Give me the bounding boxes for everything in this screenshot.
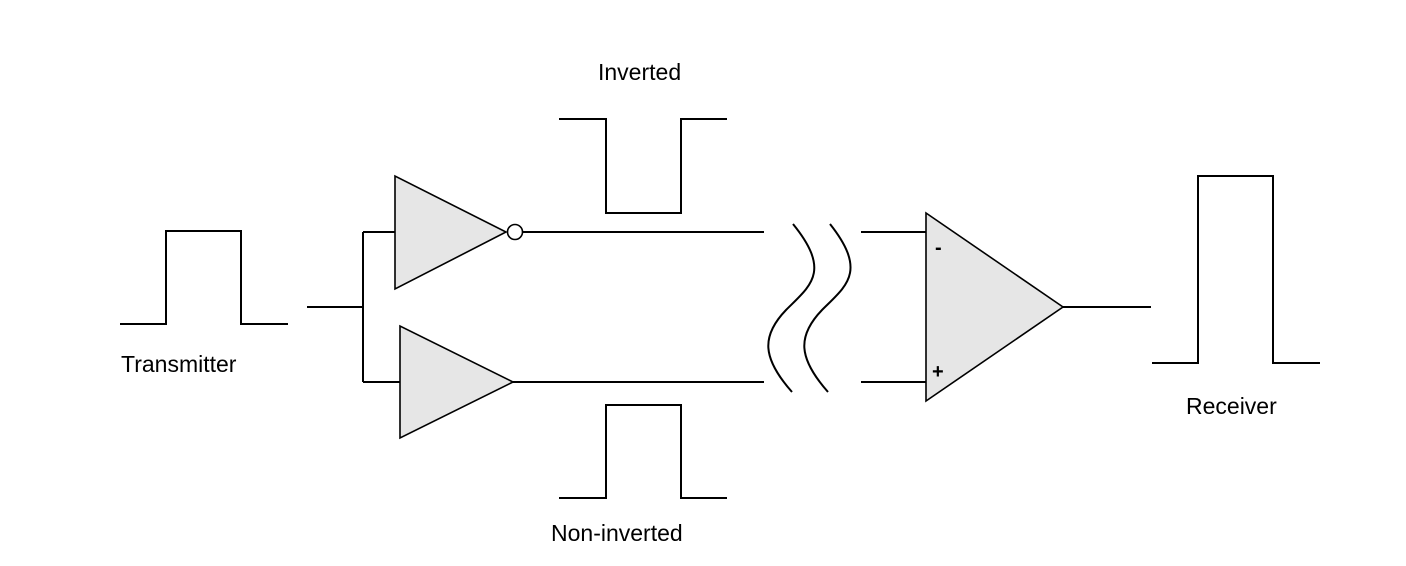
non-inverting-driver [399,324,515,440]
inverting-driver [394,174,508,291]
receiver-pulse [1152,175,1320,364]
cable-break-right [803,223,852,393]
transmitter-pulse [120,230,288,325]
inverted-pulse [559,118,727,214]
inverted-label: Inverted [598,59,681,85]
transmitter-label: Transmitter [121,351,237,377]
differential-receiver [925,211,1065,403]
receiver-minus-sign: - [935,237,942,259]
receiver-label: Receiver [1186,393,1277,419]
cable-break-left [767,223,816,393]
input-split-wire [307,231,400,383]
non-inverted-label: Non-inverted [551,520,683,546]
receiver-plus-sign: + [932,361,944,383]
inversion-bubble [506,223,524,241]
non-inverted-pulse [559,404,727,499]
